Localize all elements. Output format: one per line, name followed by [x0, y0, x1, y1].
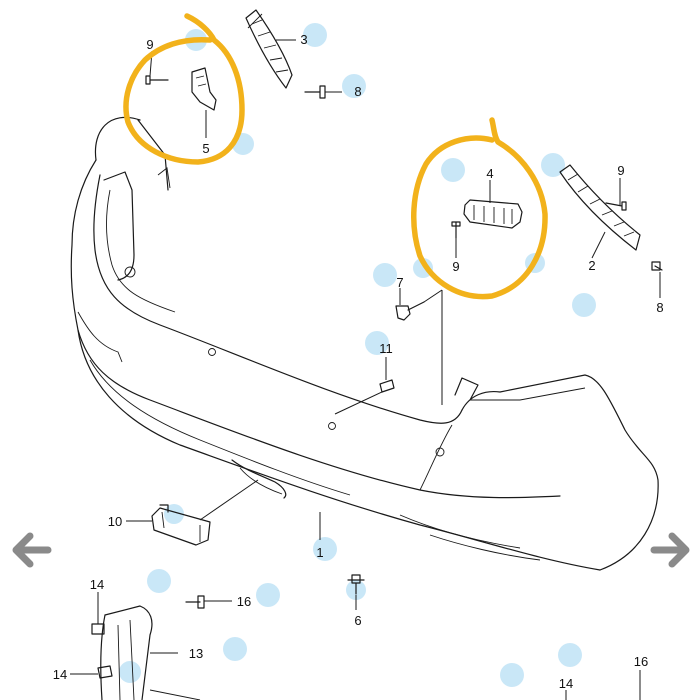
callout-8: 8 [656, 300, 663, 315]
callout-11: 11 [379, 341, 393, 356]
hotspot-marker[interactable] [365, 331, 389, 355]
callout-14: 14 [559, 676, 573, 691]
callout-3: 3 [300, 32, 307, 47]
hotspot-marker[interactable] [223, 637, 247, 661]
arrow-right-icon [650, 532, 690, 568]
callout-9: 9 [146, 37, 153, 52]
callout-9: 9 [617, 163, 624, 178]
callout-16: 16 [634, 654, 648, 669]
hotspot-marker[interactable] [313, 537, 337, 561]
hotspot-marker[interactable] [500, 663, 524, 687]
callout-7: 7 [396, 275, 403, 290]
hotspot-marker[interactable] [558, 643, 582, 667]
callout-4: 4 [486, 166, 493, 181]
bracket-part-10 [151, 504, 211, 546]
highlight-marks [123, 13, 548, 300]
hotspot-markers [119, 23, 596, 687]
callout-9: 9 [452, 259, 459, 274]
hotspot-marker[interactable] [164, 504, 184, 524]
leader-lines [70, 39, 661, 700]
hotspot-marker[interactable] [441, 158, 465, 182]
highlight-circle-left [123, 13, 245, 165]
next-button[interactable] [648, 527, 694, 573]
callout-13: 13 [189, 646, 203, 661]
hotspot-marker[interactable] [342, 74, 366, 98]
bumper-cover [70, 116, 659, 571]
bracket-part-2 [559, 164, 663, 271]
callout-14: 14 [53, 667, 67, 682]
callout-labels: 9 5 3 8 4 9 9 2 8 7 11 10 1 6 14 16 13 1… [53, 32, 664, 691]
callout-10: 10 [108, 514, 122, 529]
callout-14: 14 [90, 577, 104, 592]
highlight-circle-right [411, 117, 548, 300]
callout-6: 6 [354, 613, 361, 628]
callout-1: 1 [316, 545, 323, 560]
hotspot-marker[interactable] [147, 569, 171, 593]
hotspot-marker[interactable] [572, 293, 596, 317]
callout-16: 16 [237, 594, 251, 609]
retainer-part-5 [145, 67, 217, 111]
bracket-part-3 [245, 9, 326, 99]
hotspot-marker[interactable] [256, 583, 280, 607]
hotspot-marker[interactable] [119, 661, 141, 683]
mud-flap-part-13 [91, 595, 205, 700]
retainer-part-4 [451, 199, 523, 239]
arrow-left-icon [12, 532, 52, 568]
hotspot-marker[interactable] [303, 23, 327, 47]
hotspot-marker[interactable] [373, 263, 397, 287]
callout-2: 2 [588, 258, 595, 273]
callout-5: 5 [202, 141, 209, 156]
prev-button[interactable] [8, 527, 54, 573]
fasteners [347, 301, 425, 595]
hotspot-marker[interactable] [541, 153, 565, 177]
callout-8: 8 [354, 84, 361, 99]
